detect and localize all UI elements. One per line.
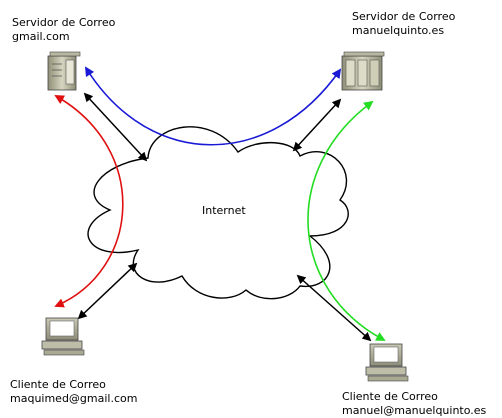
link-server-gmail-internet [83,92,148,162]
internet-label: Internet [202,204,246,217]
client-mq-title: Cliente de Correo [342,390,438,403]
blue-server-to-server-arrow [84,66,342,146]
server-icon [341,51,385,91]
client-gmail-label: Cliente de Correo maquimed@gmail.com [10,378,137,406]
link-client-mq-internet [296,274,372,342]
workstation-icon [365,343,409,382]
server-mq-host: manuelquinto.es [352,24,445,37]
server-gmail-host: gmail.com [12,30,70,43]
server-mq-label: Servidor de Correo manuelquinto.es [352,10,455,38]
client-mq-label: Cliente de Correo manuel@manuelquinto.es [342,390,486,418]
client-gmail-address: maquimed@gmail.com [10,392,138,405]
server-gmail-label: Servidor de Correo gmail.com [12,16,115,44]
client-gmail-title: Cliente de Correo [10,378,106,391]
workstation-icon [41,317,85,356]
red-gmail-path-arrow [54,95,124,308]
server-gmail-title: Servidor de Correo [12,16,116,29]
link-server-mq-internet [292,98,342,152]
client-mq-address: manuel@manuelquinto.es [342,404,487,417]
green-manuelquinto-path-arrow [307,100,386,341]
server-icon [47,51,81,91]
link-client-gmail-internet [77,262,138,320]
server-mq-title: Servidor de Correo [352,10,456,23]
